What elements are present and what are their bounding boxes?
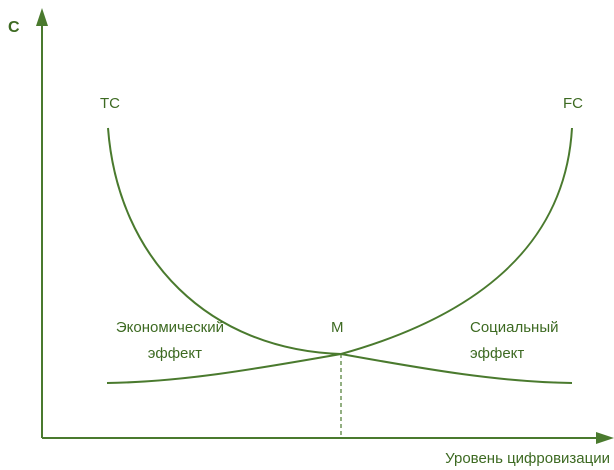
x-axis-arrow [596,432,614,444]
point-m-label: М [331,319,344,336]
y-axis-label: С [8,19,20,36]
economic-effect-label-line2: эффект [148,345,202,362]
y-axis-arrow [36,8,48,26]
social-effect-label-line1: Социальный [470,319,559,336]
economic-effect-label-line1: Экономический [116,319,224,336]
fc-curve-label: FC [563,95,583,112]
tc-curve-label: ТС [100,95,120,112]
tc-curve [107,127,573,384]
social-effect-label-line2: эффект [470,345,524,362]
fc-curve [106,127,573,384]
x-axis-label: Уровень цифровизации [445,450,610,467]
